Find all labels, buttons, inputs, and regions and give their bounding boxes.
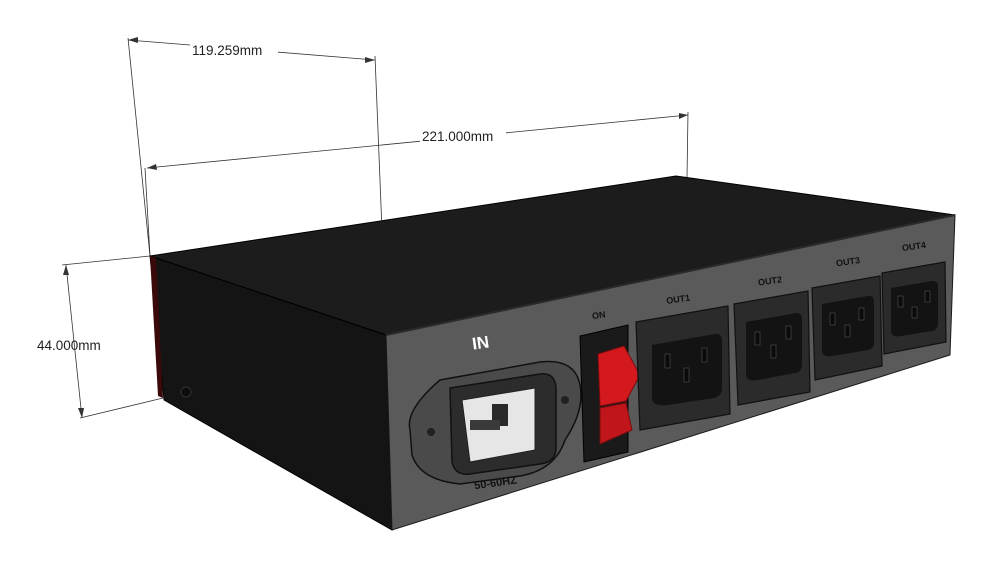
switch-rocker-upper <box>597 345 641 407</box>
outlet-pin-icon <box>858 307 865 321</box>
outlet-1 <box>635 305 731 431</box>
panel-top-edge <box>385 214 956 336</box>
outlet-4 <box>881 261 947 355</box>
outlet-pin-icon <box>829 312 836 326</box>
frequency-label: 50-60HZ <box>474 474 518 492</box>
side-screw-icon <box>180 386 192 398</box>
outlet-pin-icon <box>785 325 792 340</box>
switch-rocker-lower <box>599 402 633 445</box>
iec-inlet <box>408 360 582 485</box>
outlet-2 <box>733 290 811 406</box>
outlet-pin-icon <box>770 344 777 359</box>
inlet-screw-icon <box>427 428 435 436</box>
outlet-1-label: OUT1 <box>666 293 691 306</box>
chassis-edge-accent <box>150 256 163 398</box>
outlet-pin-icon <box>844 324 851 338</box>
switch-label: ON <box>591 309 606 321</box>
outlet-pin-icon <box>664 353 671 369</box>
depth-dimension-label: 119.259mm <box>192 43 262 58</box>
outlet-pin-icon <box>683 367 690 383</box>
outlet-2-label: OUT2 <box>757 274 782 287</box>
outlet-pin-icon <box>911 306 918 319</box>
iec-pin-icon <box>470 420 500 430</box>
outlet-pin-icon <box>754 331 761 346</box>
inlet-label: IN <box>471 332 490 353</box>
width-label-bg <box>420 128 506 144</box>
outlet-3-label: OUT3 <box>835 255 860 268</box>
height-dimension-label: 44.000mm <box>37 338 101 353</box>
inlet-screw-icon <box>561 396 569 404</box>
outlet-pin-icon <box>924 290 931 303</box>
depth-label-bg <box>190 42 278 58</box>
outlet-pin-icon <box>701 347 708 363</box>
outlet-pin-icon <box>897 295 904 308</box>
power-switch[interactable] <box>579 324 641 463</box>
outlet-4-label: OUT4 <box>901 240 926 253</box>
dimension-arrowheads <box>63 37 688 418</box>
width-dimension-label: 221.000mm <box>422 129 493 144</box>
outlet-3 <box>811 275 883 381</box>
